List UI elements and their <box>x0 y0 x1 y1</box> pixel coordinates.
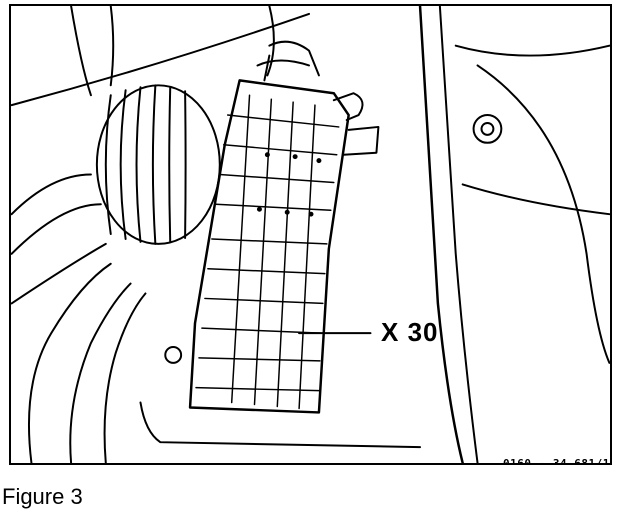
harness-wire <box>27 262 112 463</box>
harness-wire <box>103 292 147 463</box>
fuse-terminal <box>264 152 270 158</box>
callout-label: X 30 <box>381 317 439 347</box>
panel-outline <box>11 12 311 107</box>
grommet-rib <box>151 84 157 245</box>
panel-edge <box>418 6 464 463</box>
mounting-tab <box>342 125 380 156</box>
grommet-rib <box>119 89 127 240</box>
harness-wire <box>11 242 107 305</box>
grommet-rib <box>104 94 112 235</box>
harness-wire <box>109 6 115 87</box>
harness-wire <box>11 173 92 216</box>
fuse-terminal <box>308 211 314 217</box>
panel-contour <box>476 64 610 364</box>
panel-outline <box>139 401 422 449</box>
fuse-terminal <box>292 154 298 160</box>
fuse-terminal <box>284 209 290 215</box>
panel-contour <box>454 44 610 57</box>
mounting-tab <box>332 92 364 121</box>
grommet-rib <box>168 86 172 243</box>
cable-bundle <box>263 54 271 82</box>
harness-wire <box>70 6 92 97</box>
grommet-rib <box>135 86 142 243</box>
relay-box-outline <box>188 79 350 414</box>
figure-frame: X 30 0160 - 34 681/1 <box>9 4 612 465</box>
grommet <box>95 84 221 245</box>
fuse-terminal <box>256 206 262 212</box>
panel-edge <box>438 6 479 463</box>
figure-caption: Figure 3 <box>2 484 83 509</box>
fuse-terminal <box>316 158 322 164</box>
bolt-inner <box>480 121 495 136</box>
harness-wire <box>69 282 132 463</box>
mounting-screw <box>164 346 183 364</box>
cable-bundle <box>256 59 311 67</box>
line-drawing <box>11 6 610 463</box>
bolt-outer <box>472 114 503 144</box>
reference-code: 0160 - 34 681/1 <box>503 457 610 465</box>
harness-wire <box>11 203 102 255</box>
cable-bundle <box>268 40 320 77</box>
panel-contour <box>461 183 610 216</box>
